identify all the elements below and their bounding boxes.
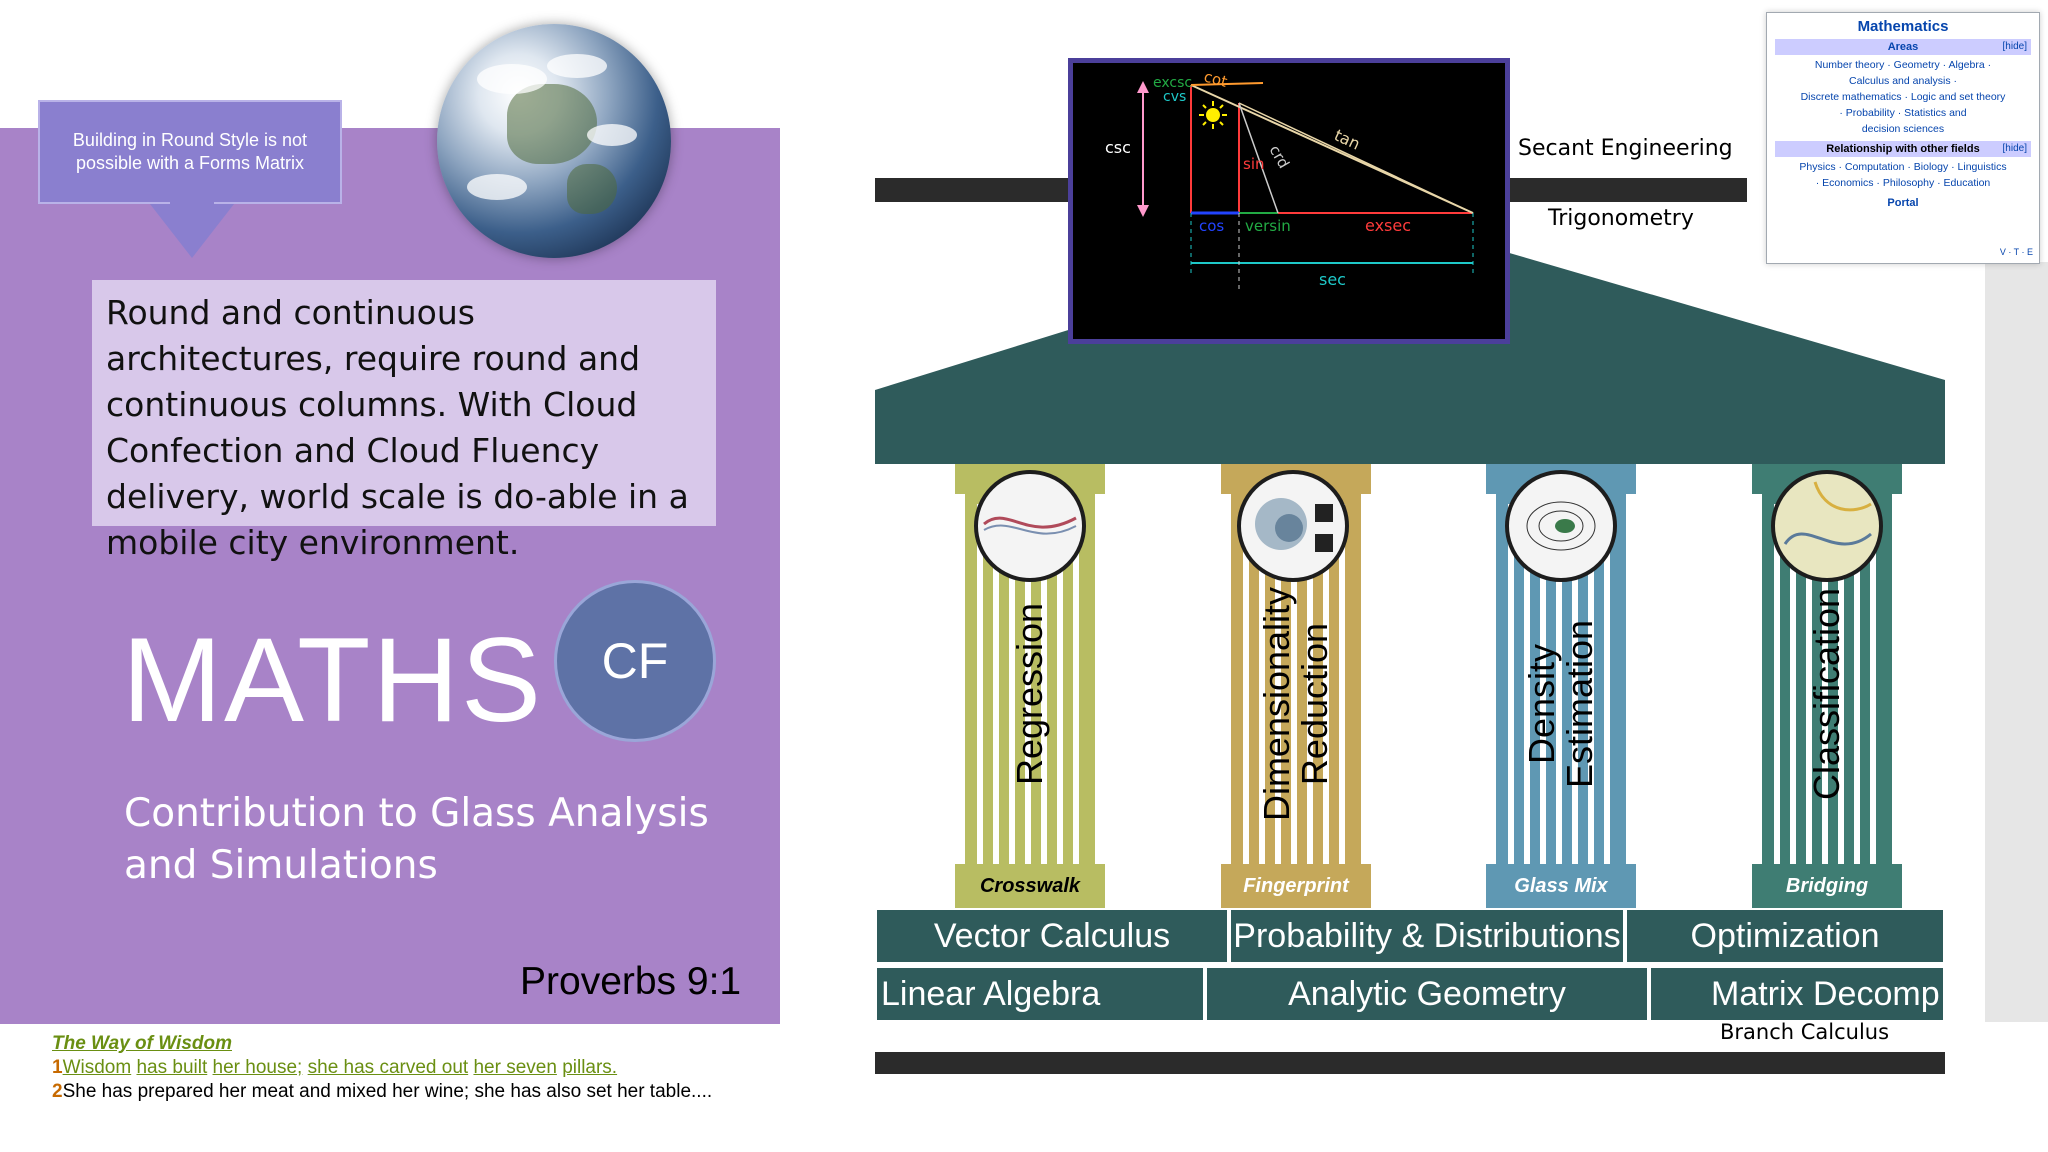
column-base-label: Crosswalk bbox=[979, 875, 1081, 897]
verse-word-link[interactable]: Wisdom bbox=[62, 1057, 132, 1078]
verse-word-link[interactable]: pillars. bbox=[562, 1057, 618, 1078]
gray-side-strip bbox=[1985, 262, 2048, 1022]
callout-text: Building in Round Style is not possible … bbox=[72, 130, 308, 173]
density-plot-icon bbox=[1505, 470, 1617, 582]
trig-label-excsc: excsc bbox=[1153, 75, 1192, 91]
trigonometry-label: Trigonometry bbox=[1548, 206, 1694, 231]
roof-shape bbox=[875, 224, 1945, 464]
trig-label-cot: cot bbox=[1202, 67, 1229, 90]
verse-word-link[interactable]: her house; bbox=[212, 1057, 303, 1078]
page-title: MATHS bbox=[122, 613, 544, 747]
navbox-relations-list: Physics · Computation · Biology · Lingui… bbox=[1775, 159, 2031, 191]
verse-line-2: She has prepared her meat and mixed her … bbox=[62, 1081, 713, 1102]
navbox-hide-toggle[interactable]: [hide] bbox=[2002, 41, 2027, 52]
column-base-label: Fingerprint bbox=[1243, 875, 1349, 897]
column-regression: Regression Crosswalk bbox=[955, 464, 1105, 908]
navbox-areas-heading: Areas [hide] bbox=[1775, 39, 2031, 55]
trig-label-cos: cos bbox=[1199, 217, 1224, 235]
navbox-relations-heading: Relationship with other fields [hide] bbox=[1775, 141, 2031, 157]
trig-label-csc: csc bbox=[1105, 138, 1131, 157]
temple-bottom-bar bbox=[875, 1052, 1945, 1074]
band-linear-algebra: Linear Algebra bbox=[875, 966, 1205, 1022]
column-label: Dimensionality Reduction bbox=[1256, 586, 1335, 822]
band-analytic-geometry: Analytic Geometry bbox=[1205, 966, 1649, 1022]
callout-box: Building in Round Style is not possible … bbox=[38, 100, 342, 204]
earth-globe-image bbox=[437, 24, 671, 258]
column-label: Density Estimation bbox=[1521, 619, 1600, 789]
navbox-vte-links[interactable]: V · T · E bbox=[1999, 247, 2033, 257]
navbox-relations-heading-text: Relationship with other fields bbox=[1826, 143, 1980, 155]
trig-label-sin: sin bbox=[1243, 155, 1265, 173]
navbox-areas-heading-text[interactable]: Areas bbox=[1887, 41, 1919, 53]
column-label: Classification bbox=[1806, 587, 1847, 801]
trig-diagram: excsc cvs cot csc crd tan sin cos versin… bbox=[1068, 58, 1510, 344]
navbox-relations-line[interactable]: · Economics · Philosophy · Education bbox=[1815, 177, 1991, 189]
navbox-areas-line[interactable]: Number theory · Geometry · Algebra · bbox=[1814, 59, 1992, 71]
cf-badge-text: CF bbox=[601, 633, 669, 689]
verse-word-link[interactable]: her seven bbox=[473, 1057, 557, 1078]
verse-title-link[interactable]: The Way of Wisdom bbox=[52, 1033, 232, 1054]
navbox-areas-line[interactable]: · Probability · Statistics and bbox=[1839, 107, 1967, 119]
secant-engineering-label: Secant Engineering bbox=[1518, 136, 1733, 161]
callout-arrow-icon bbox=[150, 204, 234, 258]
mathematics-navbox: Mathematics Areas [hide] Number theory ·… bbox=[1766, 12, 2040, 264]
temple-roof bbox=[875, 224, 1945, 464]
column-dimensionality-reduction: Dimensionality Reduction Fingerprint bbox=[1221, 464, 1371, 908]
trig-label-cvs: cvs bbox=[1163, 89, 1186, 105]
verse-number-2: 2 bbox=[52, 1081, 63, 1102]
verse-word-link[interactable]: has built bbox=[136, 1057, 208, 1078]
band-optimization: Optimization bbox=[1625, 908, 1945, 964]
column-base-label: Bridging bbox=[1785, 875, 1869, 897]
trig-label-sec: sec bbox=[1319, 270, 1346, 289]
column-classification: Classification Bridging bbox=[1752, 464, 1902, 908]
verse-block: The Way of Wisdom 1Wisdom has built her … bbox=[52, 1032, 772, 1104]
verse-number-1: 1 bbox=[52, 1057, 63, 1078]
trig-label-crd: crd bbox=[1266, 142, 1293, 172]
band-matrix-decomp: Matrix Decomp bbox=[1649, 966, 1945, 1022]
band-probability: Probability & Distributions bbox=[1229, 908, 1625, 964]
trig-label-exsec: exsec bbox=[1365, 216, 1411, 235]
quote-box: Round and continuous architectures, requ… bbox=[92, 280, 716, 562]
navbox-hide-toggle[interactable]: [hide] bbox=[2002, 143, 2027, 154]
title-panel bbox=[0, 128, 780, 1024]
navbox-portal-link[interactable]: Portal bbox=[1887, 197, 1919, 209]
navbox-areas-line[interactable]: Discrete mathematics · Logic and set the… bbox=[1800, 91, 2006, 103]
verse-word-link[interactable]: she has carved out bbox=[307, 1057, 469, 1078]
column-density-estimation: Density Estimation Glass Mix bbox=[1486, 464, 1636, 908]
trig-label-versin: versin bbox=[1245, 217, 1291, 235]
trig-diagram-svg: excsc cvs cot csc crd tan sin cos versin… bbox=[1105, 67, 1474, 293]
column-label: Regression bbox=[1009, 602, 1050, 786]
quote-text: Round and continuous architectures, requ… bbox=[106, 293, 689, 562]
navbox-areas-list: Number theory · Geometry · Algebra · Cal… bbox=[1775, 57, 2031, 137]
cf-badge: CF bbox=[554, 580, 716, 742]
navbox-areas-line[interactable]: decision sciences bbox=[1861, 123, 1945, 135]
band-vector-calculus: Vector Calculus bbox=[875, 908, 1229, 964]
subtitle: Contribution to Glass Analysis and Simul… bbox=[124, 791, 709, 888]
navbox-title-link[interactable]: Mathematics bbox=[1857, 18, 1949, 35]
navbox-areas-line[interactable]: Calculus and analysis · bbox=[1849, 75, 1957, 87]
column-base-label: Glass Mix bbox=[1514, 875, 1608, 897]
dimensionality-plot-icon bbox=[1237, 470, 1349, 582]
regression-plot-icon bbox=[974, 470, 1086, 582]
classification-plot-icon bbox=[1771, 470, 1883, 582]
branch-calculus-label: Branch Calculus bbox=[1720, 1020, 1890, 1044]
navbox-relations-line[interactable]: Physics · Computation · Biology · Lingui… bbox=[1799, 161, 2007, 173]
scripture-reference: Proverbs 9:1 bbox=[520, 960, 742, 1003]
